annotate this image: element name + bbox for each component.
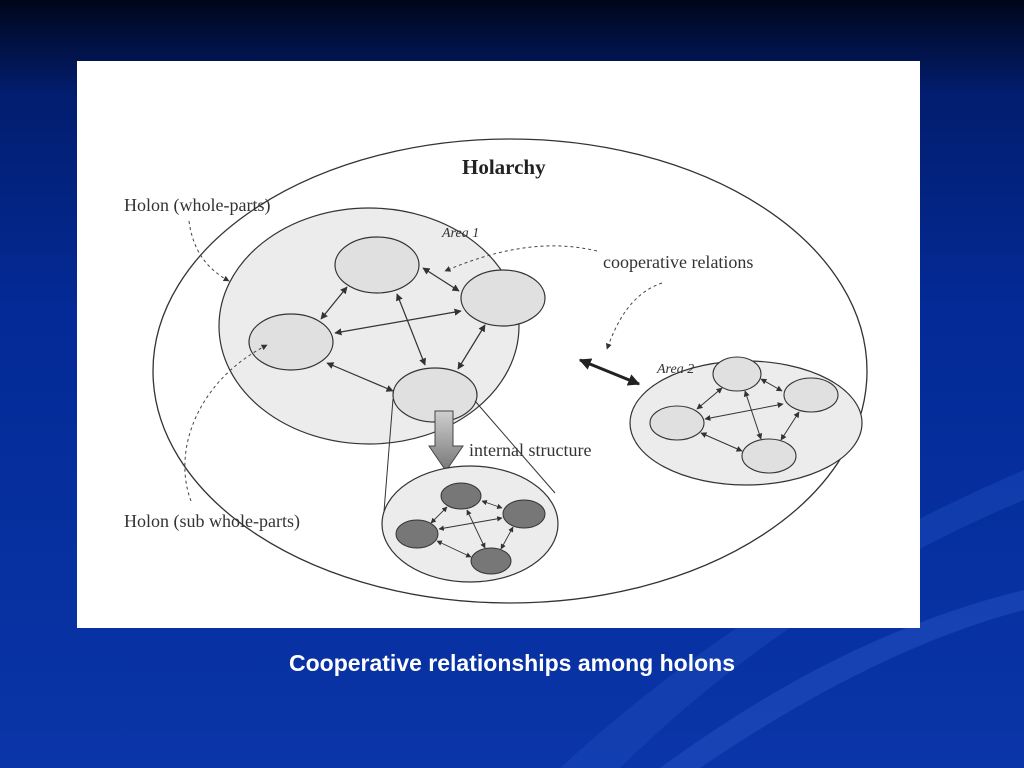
zoom-line-right	[474, 400, 556, 494]
area2-holon-right	[783, 377, 839, 413]
relation-arrow	[704, 402, 784, 421]
area2-holon-bottom	[741, 438, 797, 474]
relation-arrow	[696, 387, 723, 410]
callout-holon-whole-parts	[188, 220, 230, 282]
relation-arrow	[436, 540, 472, 558]
label-cooperative-relations: cooperative relations	[603, 252, 753, 272]
label-holon-whole-parts: Holon (whole-parts)	[124, 195, 270, 216]
label-internal-structure: internal structure	[469, 440, 591, 460]
relation-arrow	[700, 432, 743, 452]
relation-arrow	[457, 324, 486, 370]
area1-label: Area 1	[441, 226, 479, 241]
label-holon-sub-whole-parts: Holon (sub whole-parts)	[124, 511, 300, 532]
relation-arrow	[438, 516, 503, 531]
callout-holon-sub-whole-parts	[184, 344, 268, 502]
callout-cooperative-side	[605, 282, 663, 350]
sub-holon-bottom	[470, 547, 512, 575]
relation-arrow	[500, 526, 514, 550]
area2-label: Area 2	[656, 362, 694, 377]
relation-arrow	[481, 500, 503, 509]
slide-caption: Cooperative relationships among holons	[288, 650, 735, 676]
area2-holon-left	[649, 405, 705, 441]
area2-holon-top	[712, 356, 762, 392]
sub-holon-top	[440, 482, 482, 510]
sub-holon-left	[395, 519, 439, 549]
holon-top	[334, 236, 420, 294]
holarchy-ellipse	[152, 138, 868, 604]
holon-left	[248, 313, 334, 371]
relation-arrow	[334, 308, 462, 336]
relation-arrow	[326, 362, 394, 392]
relation-arrow	[760, 378, 783, 392]
zoom-line-left	[382, 398, 394, 525]
holarchy-diagram: Holarchy Area 1 Area 2	[77, 61, 920, 628]
relation-arrow	[320, 286, 348, 320]
internal-structure-arrow	[428, 410, 464, 472]
relation-arrow	[422, 267, 460, 292]
area-relation-arrow	[578, 358, 641, 386]
sub-holon-right	[502, 499, 546, 529]
relation-arrow	[780, 411, 800, 441]
holarchy-title: Holarchy	[462, 155, 546, 179]
relation-arrow	[430, 506, 448, 524]
holon-right	[460, 269, 546, 327]
